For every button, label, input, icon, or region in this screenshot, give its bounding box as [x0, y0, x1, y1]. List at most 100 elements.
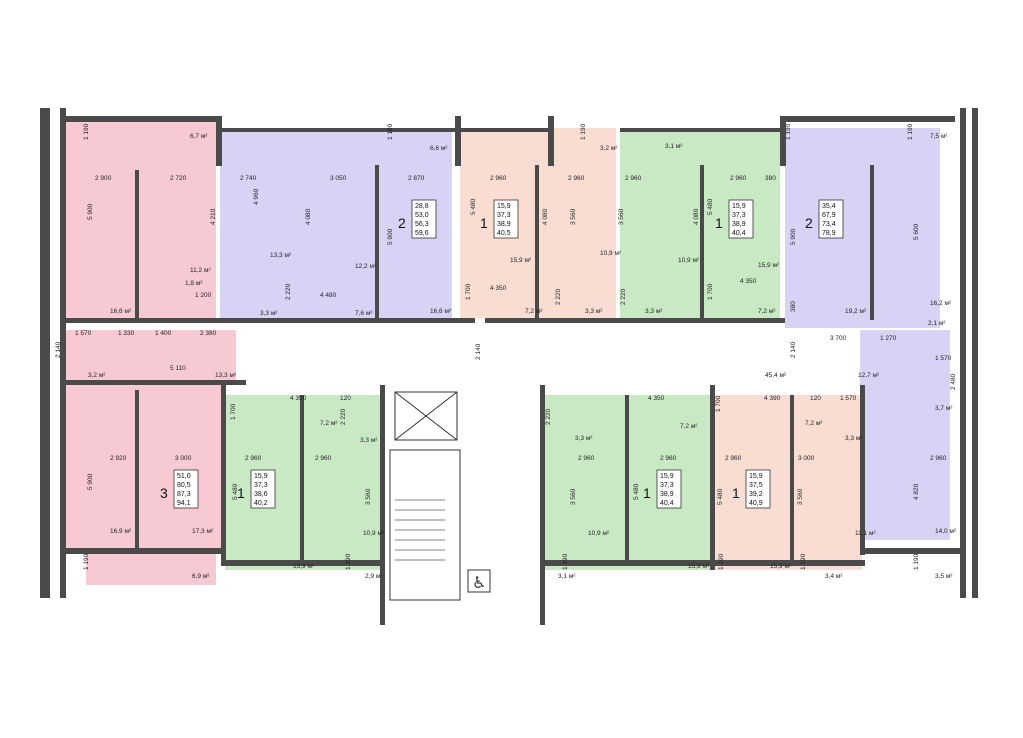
room-area-label: 3,3 м²	[845, 435, 863, 442]
room-area-label: 3,5 м²	[935, 573, 953, 580]
apartment-badge: 351,080,587,394,1	[160, 469, 199, 509]
area-box	[173, 469, 199, 509]
room-area-label: 16,2 м²	[930, 300, 952, 307]
dimension-label: 5 480	[470, 198, 477, 215]
apartment-area: 78,9	[822, 230, 836, 237]
apartment-area: 37,5	[749, 482, 763, 489]
room-area-label: 3,2 м²	[600, 145, 618, 152]
dimension-label: 1 200	[195, 292, 212, 299]
room-area-label: 16,9 м²	[110, 528, 132, 535]
room-area-label: 3,3 м²	[585, 308, 603, 315]
dimension-label: 4 820	[913, 483, 920, 500]
walls	[40, 108, 978, 625]
dimension-label: 5 480	[707, 198, 714, 215]
dimension-label: 4 080	[693, 208, 700, 225]
dimension-label: 1 700	[230, 403, 237, 420]
apt-fill-4	[548, 128, 616, 318]
apartment-area: 15,9	[749, 473, 763, 480]
dimension-label: 380	[790, 301, 797, 312]
dimension-label: 2 480	[950, 373, 957, 390]
rooms-count: 1	[715, 215, 723, 231]
dimension-label: 2 740	[240, 175, 257, 182]
apartment-area: 38,9	[732, 221, 746, 228]
dimension-label: 1 190	[785, 123, 792, 140]
apartment-area: 39,2	[749, 491, 763, 498]
dimension-label: 1 700	[465, 283, 472, 300]
dimension-label: 2 960	[315, 455, 332, 462]
room-area-label: 15,9 м²	[758, 262, 780, 269]
room-fills	[66, 120, 950, 585]
room-area-label: 7,2 м²	[680, 423, 698, 430]
apartment-area: 40,4	[660, 500, 674, 507]
dimension-label: 5 900	[790, 228, 797, 245]
dimension-label: 2 960	[730, 175, 747, 182]
room-area-label: 16,6 м²	[110, 308, 132, 315]
dimension-label: 2 900	[95, 175, 112, 182]
apartment-area: 37,3	[660, 482, 674, 489]
apartment-area: 40,5	[497, 230, 511, 237]
rooms-count: 1	[480, 215, 488, 231]
area-box	[411, 199, 437, 239]
apartment-badge: 115,937,338,640,2	[237, 469, 276, 509]
apartment-badge: 235,467,973,478,9	[805, 199, 844, 239]
apt-fill-1	[220, 128, 300, 318]
dimension-label: 2 140	[475, 343, 482, 360]
room-area-label: 3,4 м²	[825, 573, 843, 580]
apartment-area: 56,3	[415, 221, 429, 228]
apartment-area: 67,9	[822, 212, 836, 219]
rooms-count: 1	[237, 485, 245, 501]
dimension-label: 3 050	[330, 175, 347, 182]
hall-left-fill	[66, 330, 236, 380]
dimension-label: 1 190	[345, 553, 352, 570]
dimension-label: 120	[810, 395, 821, 402]
dimension-label: 1 190	[83, 123, 90, 140]
room-area-label: 13,3 м²	[270, 252, 292, 259]
dimension-label: 4 350	[490, 285, 507, 292]
apartment-area: 38,6	[254, 491, 268, 498]
apartment-area: 37,3	[254, 482, 268, 489]
stairwell: ♿	[389, 391, 491, 601]
room-area-label: 6,6 м²	[430, 145, 448, 152]
room-area-label: 2,1 м²	[928, 320, 946, 327]
room-area-label: 11,1 м²	[855, 530, 876, 537]
dimension-label: 1 190	[913, 553, 920, 570]
dimension-label: 2 960	[625, 175, 642, 182]
apartment-area: 94,1	[177, 500, 191, 507]
room-area-label: 3,2 м²	[88, 372, 106, 379]
room-area-label: 7,6 м²	[355, 310, 373, 317]
apartment-badge: 115,937,539,240,9	[732, 469, 771, 509]
room-area-label: 17,3 м²	[192, 528, 214, 535]
area-box	[745, 469, 771, 509]
apartment-area: 40,9	[749, 500, 763, 507]
dimension-label: 2 220	[555, 288, 562, 305]
dimension-label: 5 480	[232, 483, 239, 500]
dimension-label: 2 380	[200, 330, 217, 337]
rooms-count: 3	[160, 485, 168, 501]
dimension-label: 3 560	[570, 208, 577, 225]
dimension-label: 1 190	[907, 123, 914, 140]
dimension-label: 2 960	[930, 455, 947, 462]
room-area-label: 15,9 м²	[688, 563, 710, 570]
dimension-label: 2 220	[340, 408, 347, 425]
dimension-label: 4 080	[542, 208, 549, 225]
dimension-label: 5 480	[633, 483, 640, 500]
dimension-label: 1 190	[718, 553, 725, 570]
wheelchair-icon: ♿	[472, 573, 486, 592]
room-area-label: 12,7 м²	[858, 372, 880, 379]
apt-top-left-fill	[66, 120, 216, 320]
dimension-label: 3 000	[798, 455, 815, 462]
rooms-count: 2	[805, 215, 813, 231]
dimension-label: 2 920	[110, 455, 127, 462]
room-area-label: 7,2 м²	[525, 308, 543, 315]
apt-fill-8	[66, 385, 221, 550]
dimension-label: 1 270	[880, 335, 897, 342]
dimension-label: 1 700	[707, 283, 714, 300]
room-area-label: 7,2 м²	[758, 308, 776, 315]
apartment-area: 51,0	[177, 473, 191, 480]
dimension-label: 1 570	[75, 330, 92, 337]
dimension-label: 1 190	[800, 553, 807, 570]
dimension-label: 5 480	[717, 488, 724, 505]
dimension-label: 3 560	[365, 488, 372, 505]
